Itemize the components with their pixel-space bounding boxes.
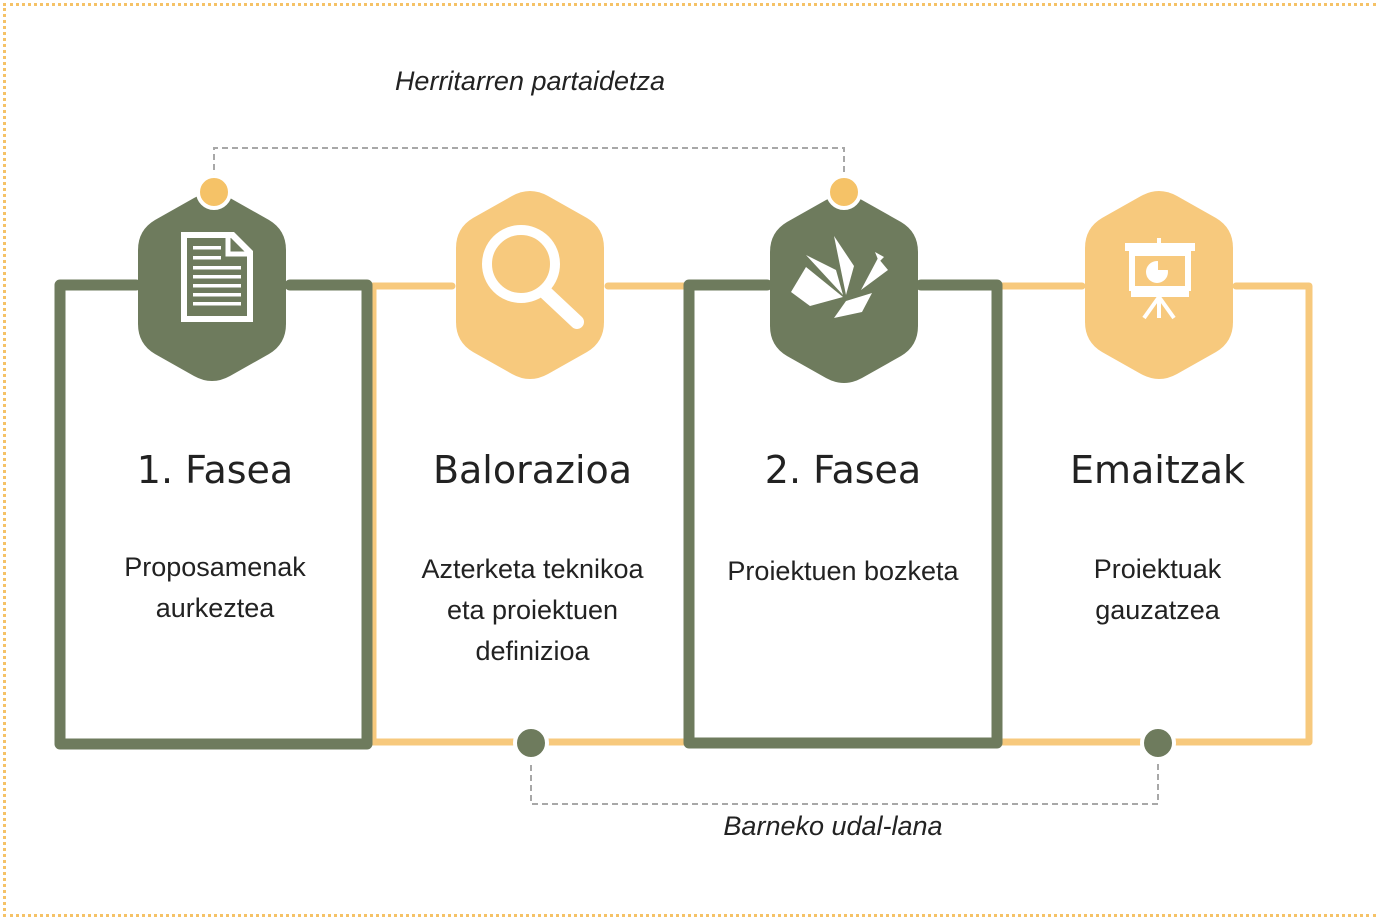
- top-connector-dot-1: [196, 174, 232, 210]
- phase-description-1: Proposamenak aurkeztea: [124, 552, 306, 623]
- bottom-connector-line: [530, 745, 1159, 805]
- phase-frame-3: [683, 279, 1003, 749]
- document-icon: [181, 232, 253, 322]
- phase-title-4: Emaitzak: [1069, 448, 1245, 492]
- origami-bird-icon: [791, 236, 888, 318]
- magnifier-icon: [482, 225, 584, 329]
- phase-description-4: Proiektuak gauzatzea: [1093, 554, 1222, 625]
- phase-hexagon-3: [770, 195, 918, 383]
- phase-description-3: Proiektuen bozketa: [727, 556, 959, 586]
- phase-frame-1: [54, 279, 373, 750]
- phase-description-2: Azterketa teknikoa eta proiektuen defini…: [421, 554, 644, 666]
- bottom-group-label: Barneko udal-lana: [723, 811, 943, 841]
- phase-title-1: 1. Fasea: [136, 448, 294, 492]
- phase-title-2: Balorazioa: [432, 448, 633, 492]
- top-connector-line: [213, 147, 845, 190]
- presentation-board-icon: [1125, 238, 1195, 320]
- top-connector-dot-2: [826, 174, 862, 210]
- top-group-label: Herritarren partaidetza: [394, 66, 666, 96]
- bottom-connector-dot-1: [513, 725, 549, 761]
- phase-title-3: 2. Fasea: [764, 448, 922, 492]
- bottom-connector-dot-2: [1140, 725, 1176, 761]
- phase-hexagon-2: [456, 191, 604, 379]
